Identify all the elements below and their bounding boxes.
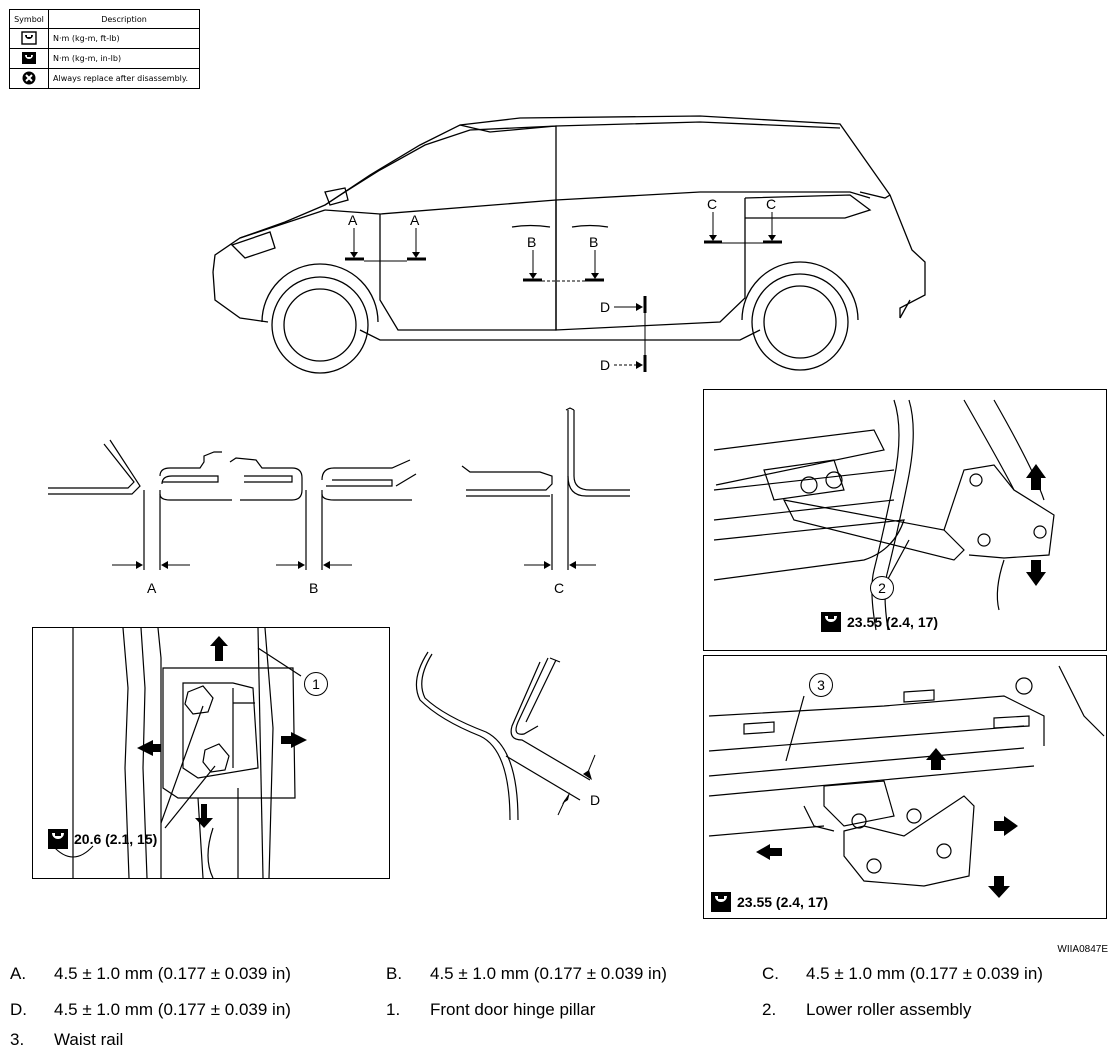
torque-spec-waist-rail: 23.55 (2.4, 17)	[710, 891, 828, 913]
note-key: 1.	[386, 1000, 401, 1019]
note-item: B. 4.5 ± 1.0 mm (0.177 ± 0.039 in)	[386, 964, 667, 984]
legend-row-symbol	[9, 28, 49, 49]
note-item: C. 4.5 ± 1.0 mm (0.177 ± 0.039 in)	[762, 964, 1043, 984]
note-key: C.	[762, 964, 779, 983]
vehicle-label-d-lower: D	[600, 357, 611, 373]
clearance-sections	[48, 407, 630, 570]
note-item: 2. Lower roller assembly	[762, 1000, 971, 1020]
torque-wrench-small-icon	[22, 51, 36, 64]
note-text: 4.5 ± 1.0 mm (0.177 ± 0.039 in)	[54, 964, 291, 983]
note-key: 2.	[762, 1000, 777, 1019]
torque-value: 20.6 (2.1, 15)	[74, 831, 158, 847]
note-key: D.	[10, 1000, 27, 1019]
note-item: D. 4.5 ± 1.0 mm (0.177 ± 0.039 in)	[10, 1000, 291, 1020]
vehicle-side-view	[212, 115, 926, 374]
callout-1-hinge-pillar: 1	[304, 672, 328, 696]
torque-wrench-icon	[711, 892, 731, 912]
torque-wrench-icon	[48, 829, 68, 849]
lower-roller-panel: 2 23.55 (2.4, 17)	[703, 389, 1107, 651]
waist-rail-drawing	[708, 665, 1105, 898]
figure-id: WIIA0847E	[1057, 944, 1108, 955]
vehicle-label-c-rear: C	[766, 196, 777, 212]
note-key: 3.	[10, 1030, 25, 1049]
always-replace-icon	[22, 71, 36, 84]
waist-rail-panel: 3 23.55 (2.4, 17)	[703, 655, 1107, 919]
vehicle-label-b-rear: B	[589, 234, 599, 250]
note-item: 1. Front door hinge pillar	[386, 1000, 595, 1020]
note-text: 4.5 ± 1.0 mm (0.177 ± 0.039 in)	[54, 1000, 291, 1019]
note-item: 3. Waist rail	[10, 1030, 123, 1050]
vehicle-label-a-front: A	[348, 212, 358, 228]
note-text: Waist rail	[54, 1030, 124, 1049]
torque-wrench-icon	[21, 30, 37, 45]
hinge-pillar-panel: 1 20.6 (2.1, 15)	[32, 627, 390, 879]
note-item: A. 4.5 ± 1.0 mm (0.177 ± 0.039 in)	[10, 964, 291, 984]
torque-spec-lower-roller: 23.55 (2.4, 17)	[820, 611, 938, 633]
note-text: Front door hinge pillar	[430, 1000, 596, 1019]
callout-2-lower-roller: 2	[870, 576, 894, 600]
section-label-d: D	[590, 792, 601, 808]
vehicle-label-d-upper: D	[600, 299, 611, 315]
note-text: Lower roller assembly	[806, 1000, 972, 1019]
note-text: 4.5 ± 1.0 mm (0.177 ± 0.039 in)	[806, 964, 1043, 983]
note-text: 4.5 ± 1.0 mm (0.177 ± 0.039 in)	[430, 964, 667, 983]
torque-value: 23.55 (2.4, 17)	[737, 894, 829, 910]
torque-value: 23.55 (2.4, 17)	[847, 614, 939, 630]
hinge-pillar-drawing	[52, 628, 307, 878]
legend-row-description: Always replace after disassembly.	[48, 68, 200, 89]
vehicle-label-c-front: C	[707, 196, 718, 212]
vehicle-label-b-front: B	[527, 234, 537, 250]
note-key: A.	[10, 964, 27, 983]
section-label-c: C	[554, 580, 565, 596]
torque-wrench-icon	[821, 612, 841, 632]
torque-spec-hinge-pillar: 20.6 (2.1, 15)	[47, 828, 157, 850]
vehicle-label-a-rear: A	[410, 212, 420, 228]
callout-3-waist-rail: 3	[809, 673, 833, 697]
symbol-legend: Symbol Description N·m (kg-m, ft-lb) N·m…	[9, 9, 200, 89]
section-label-a: A	[147, 580, 157, 596]
note-key: B.	[386, 964, 403, 983]
section-label-b: B	[309, 580, 319, 596]
section-d-detail	[415, 651, 596, 821]
